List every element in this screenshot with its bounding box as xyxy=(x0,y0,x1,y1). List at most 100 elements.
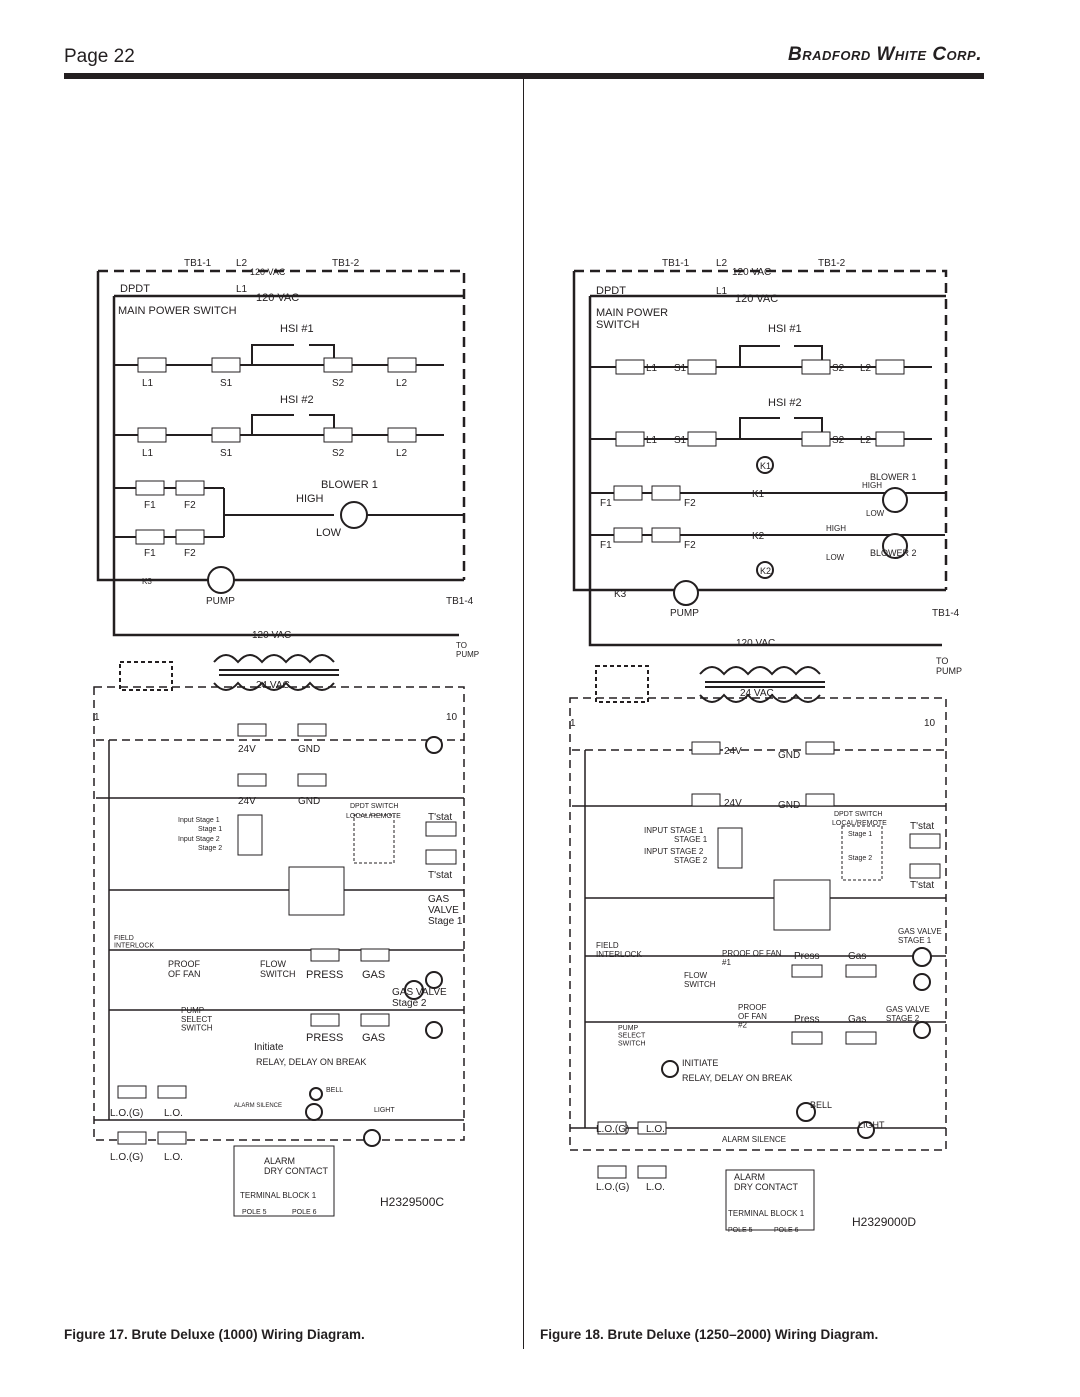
gas-label-fig18: Gas xyxy=(848,951,866,962)
s1-terminal-fig18: S1 xyxy=(674,363,687,374)
k1-contact-label: K1 xyxy=(752,489,765,500)
header-rule xyxy=(64,73,984,79)
bell-label-fig18: BELL xyxy=(810,1100,832,1110)
input-stage2-label: Input Stage 2 xyxy=(178,836,220,843)
pole5-label-fig18: POLE 5 xyxy=(728,1227,753,1234)
l1-terminal-2: L1 xyxy=(142,448,154,459)
hsi1-label: HSI #1 xyxy=(280,323,314,335)
wiring-diagram-fig17: TB1-1 L2 120 VAC TB1-2 DPDT L1 120 VAC M… xyxy=(93,258,479,1217)
stage2-label: Stage 2 xyxy=(198,845,222,852)
lo-g-label: L.O.(G) xyxy=(110,1108,143,1119)
dpdt-switch-label: DPDT SWITCH xyxy=(350,803,398,810)
input-stage2-label-fig18: INPUT STAGE 2 xyxy=(644,847,704,856)
local-remote-label: LOCAL/REMOTE xyxy=(346,813,401,820)
l1-terminal-fig18: L1 xyxy=(646,363,658,374)
k2-coil-label: K2 xyxy=(760,566,771,576)
terminal-10-label-fig18: 10 xyxy=(924,718,936,729)
f1-terminal: F1 xyxy=(144,500,156,511)
k3-contact-label: K3 xyxy=(142,577,152,586)
dpdt-stage1-label: Stage 1 xyxy=(848,831,872,838)
vac120-mid-label: 120 VAC xyxy=(256,292,299,304)
tb1-1-label-fig18: TB1-1 xyxy=(662,258,690,269)
l2-terminal-fig18: L2 xyxy=(860,363,872,374)
lo-label: L.O. xyxy=(164,1108,183,1119)
blower-low-label: LOW xyxy=(316,527,342,539)
tb1-1-label: TB1-1 xyxy=(184,258,212,269)
relay-label: RELAY, DELAY ON BREAK xyxy=(256,1057,366,1067)
l1-terminal-2-fig18: L1 xyxy=(646,435,658,446)
blower2-high-label: HIGH xyxy=(826,524,846,533)
press-label-2: PRESS xyxy=(306,1032,343,1044)
input-stage1-label: Input Stage 1 xyxy=(178,817,220,824)
drawing-number-fig18: H2329000D xyxy=(852,1215,916,1229)
l2-terminal: L2 xyxy=(396,378,408,389)
v24-label-fig18: 24V xyxy=(724,746,742,757)
vac24-label-fig18: 24 VAC xyxy=(740,688,774,699)
blower1-low-label: LOW xyxy=(866,509,885,518)
blower-high-label: HIGH xyxy=(296,493,324,505)
blower1-high-label: HIGH xyxy=(862,481,882,490)
tb1-4-label: TB1-4 xyxy=(446,596,474,607)
blower1-label: BLOWER 1 xyxy=(321,479,378,491)
vac120-top-label: 120 VAC xyxy=(250,267,286,277)
vac120-top-label-fig18: 120 VAC xyxy=(732,267,771,278)
dpdt-label-fig18: DPDT xyxy=(596,285,626,297)
f1-terminal-fig18: F1 xyxy=(600,498,612,509)
pump-label-fig18: PUMP xyxy=(670,608,699,619)
lo-label-2-fig18: L.O. xyxy=(646,1182,665,1193)
terminal-block-label: TERMINAL BLOCK 1 xyxy=(240,1191,317,1200)
k2-contact-label: K2 xyxy=(752,531,765,542)
l1-terminal: L1 xyxy=(142,378,154,389)
blower2-low-label: LOW xyxy=(826,553,845,562)
alarm-silence-label: ALARM SILENCE xyxy=(234,1103,282,1109)
bell-label: BELL xyxy=(326,1087,343,1094)
local-remote-label-fig18: LOCAL/REMOTE xyxy=(832,820,887,827)
alarm-silence-label-fig18: ALARM SILENCE xyxy=(722,1135,786,1144)
stage2-label-fig18: STAGE 2 xyxy=(674,856,708,865)
k1-coil-label: K1 xyxy=(760,461,771,471)
column-divider xyxy=(523,79,524,1349)
s1-terminal: S1 xyxy=(220,378,233,389)
tstat-label-2-fig18: T'stat xyxy=(910,880,934,891)
relay-label-fig18: RELAY, DELAY ON BREAK xyxy=(682,1073,792,1083)
s2-terminal-fig18: S2 xyxy=(832,363,845,374)
stage1-label-fig18: STAGE 1 xyxy=(674,835,708,844)
wiring-diagram-fig18: TB1-1 L2 120 VAC TB1-2 DPDT L1 120 VAC M… xyxy=(569,258,962,1234)
s2-terminal-2-fig18: S2 xyxy=(832,435,845,446)
l2-terminal-2: L2 xyxy=(396,448,408,459)
lo-label-fig18: L.O. xyxy=(646,1124,665,1135)
v24-label: 24V xyxy=(238,744,256,755)
press-label-2-fig18: Press xyxy=(794,1014,820,1025)
input-stage1-label-fig18: INPUT STAGE 1 xyxy=(644,826,704,835)
s1-terminal-2: S1 xyxy=(220,448,233,459)
f2-terminal-2: F2 xyxy=(184,548,196,559)
dpdt-switch-label-fig18: DPDT SWITCH xyxy=(834,811,882,818)
pole6-label: POLE 6 xyxy=(292,1209,317,1216)
lo-g-label-2: L.O.(G) xyxy=(110,1152,143,1163)
light-label-fig18: LIGHT xyxy=(858,1120,885,1130)
vac120-xfmr-label-fig18: 120 VAC xyxy=(736,638,775,649)
gas-label-2: GAS xyxy=(362,1032,385,1044)
f2-terminal-fig18: F2 xyxy=(684,498,696,509)
pole5-label: POLE 5 xyxy=(242,1209,267,1216)
vac120-mid-label-fig18: 120 VAC xyxy=(735,293,778,305)
blower1-label-fig18: BLOWER 1 xyxy=(870,472,917,482)
gnd-label-fig18: GND xyxy=(778,750,800,761)
l1-label: L1 xyxy=(236,284,248,295)
pole6-label-fig18: POLE 6 xyxy=(774,1227,799,1234)
tstat-label-fig18: T'stat xyxy=(910,821,934,832)
s2-terminal-2: S2 xyxy=(332,448,345,459)
tb1-4-label-fig18: TB1-4 xyxy=(932,608,960,619)
terminal-block-label-fig18: TERMINAL BLOCK 1 xyxy=(728,1209,805,1218)
